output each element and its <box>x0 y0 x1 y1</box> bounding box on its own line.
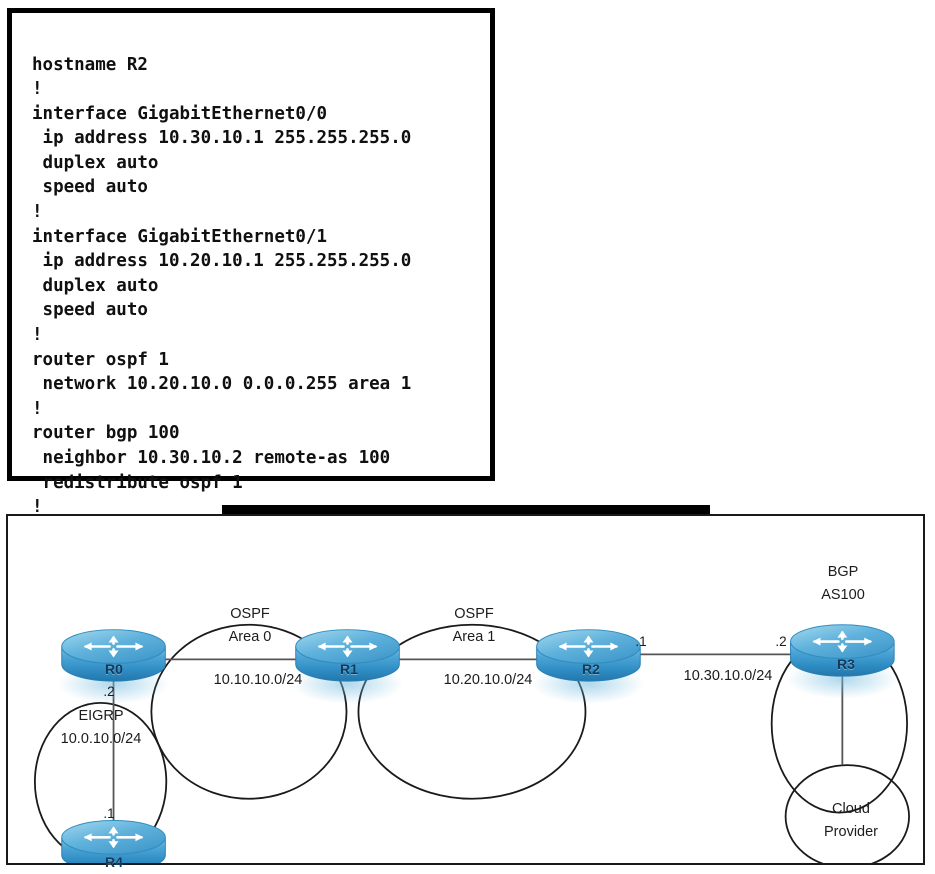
cloud-provider-boundary <box>784 764 910 863</box>
network-topology-diagram: R0 R1 R2 R3 R4 OSPF Area 0 OSPF Area 1 E… <box>6 514 925 870</box>
ospf-area-1-title: OSPF <box>454 606 494 622</box>
black-separator-bar <box>222 505 710 516</box>
config-text: hostname R2 ! interface GigabitEthernet0… <box>32 54 412 518</box>
link-label-r2-r3: 10.30.10.0/24 <box>683 668 773 684</box>
ospf-area-0-title: OSPF <box>230 606 270 622</box>
link-label-r0-r1: 10.10.10.0/24 <box>213 672 303 688</box>
router-label-r3: R3 <box>837 656 855 672</box>
cloud-provider-subtitle: Provider <box>824 824 878 840</box>
ospf-area-0-subtitle: Area 0 <box>228 629 272 645</box>
cloud-provider-title: Cloud <box>832 801 870 817</box>
octet-r2-g0-0: .1 <box>635 634 647 649</box>
eigrp-subnet: 10.0.10.0/24 <box>60 731 142 747</box>
router-label-r4: R4 <box>105 854 123 870</box>
octet-r3-bgp: .2 <box>775 634 787 649</box>
router-label-r2: R2 <box>582 661 600 677</box>
ospf-area-0-boundary <box>150 623 348 800</box>
bgp-as100-subtitle: AS100 <box>821 587 865 603</box>
router-config-panel: hostname R2 ! interface GigabitEthernet0… <box>7 8 495 517</box>
link-label-r1-r2: 10.20.10.0/24 <box>443 672 533 688</box>
octet-r0-eigrp: .2 <box>103 684 115 699</box>
ospf-area-1-boundary <box>357 623 587 800</box>
router-label-r0: R0 <box>105 661 123 677</box>
eigrp-title: EIGRP <box>78 708 124 724</box>
topology-canvas <box>33 623 910 863</box>
ospf-area-1-subtitle: Area 1 <box>452 629 496 645</box>
octet-r4-eigrp: .1 <box>103 806 115 821</box>
bgp-as100-title: BGP <box>827 564 859 580</box>
router-label-r1: R1 <box>340 661 358 677</box>
